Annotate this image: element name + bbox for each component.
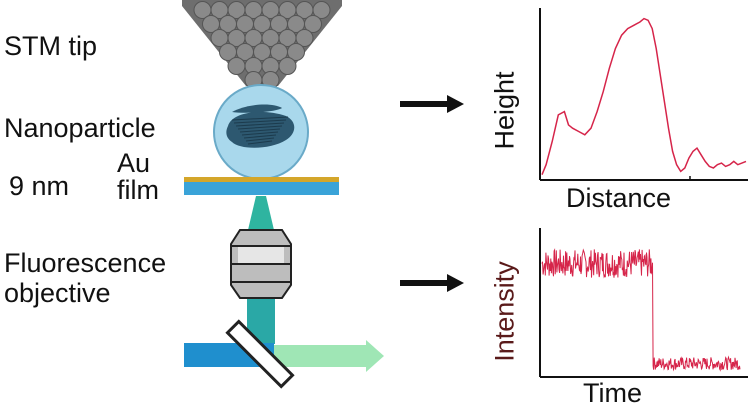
arrow-to-intensity-plot [400,274,464,292]
height-plot-x-label: Distance [566,183,672,213]
film-material-line1: Au [117,148,151,178]
objective-lens [230,229,292,299]
height-plot [539,8,748,181]
film-material-label: Au film [117,150,159,204]
intensity-plot-y-label: Intensity [489,261,520,362]
film-material-line2: film [117,175,159,205]
arrow-to-height-plot [400,95,464,113]
objective-label: Fluorescence objective [4,248,166,308]
nanoparticle-label: Nanoparticle [4,113,156,143]
dichroic-mirror [225,319,295,389]
intensity-trace-line [541,248,741,372]
stm-tip-illustration [182,0,342,89]
objective-label-line1: Fluorescence [4,248,167,278]
intensity-plot-x-label: Time [583,378,642,408]
substrate [184,182,339,195]
gold-film [184,177,339,182]
stm-tip-label: STM tip [4,31,98,61]
intensity-plot [539,228,748,378]
emission-arrowhead [366,340,384,372]
emission-beam [274,345,368,367]
nanoparticle-illustration [213,84,309,180]
film-thickness-label: 9 nm [9,171,70,201]
height-plot-y-label: Height [489,71,520,150]
height-profile-line [541,17,747,175]
objective-label-line2: objective [4,278,111,309]
